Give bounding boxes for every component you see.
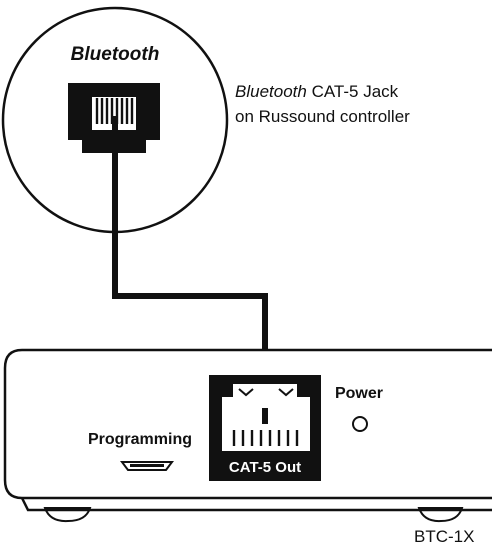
power-led-icon: [352, 416, 368, 432]
caption-line1-rest: CAT-5 Jack: [306, 82, 399, 101]
power-label: Power: [335, 385, 383, 402]
jack-callout-title: Bluetooth: [71, 44, 160, 65]
device-base: [20, 497, 492, 512]
caption-bluetooth-word: Bluetooth: [235, 82, 307, 101]
programming-label: Programming: [88, 431, 192, 448]
port-label: CAT-5 Out: [229, 459, 301, 476]
device-feet: [43, 507, 464, 523]
jack-caption: Bluetooth CAT-5 Jack on Russound control…: [235, 79, 410, 129]
micro-usb-port-icon: [120, 461, 174, 471]
caption-line2: on Russound controller: [235, 107, 410, 126]
model-number: BTC-1X: [414, 527, 475, 546]
